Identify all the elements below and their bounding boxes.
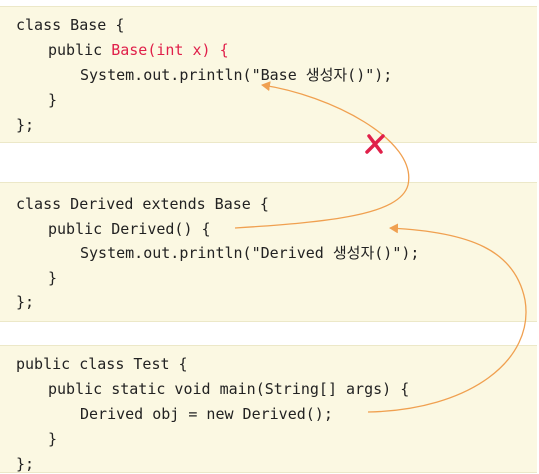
test-line-new-derived: Derived obj = new Derived(); bbox=[80, 405, 333, 423]
test-line-close-brace: } bbox=[48, 430, 58, 448]
base-line-class-decl: class Base { bbox=[16, 16, 125, 34]
derived-line-println: System.out.println("Derived 생성자()"); bbox=[80, 244, 420, 262]
base-constructor-signature: Base(int x) { bbox=[111, 41, 229, 59]
test-line-end: }; bbox=[16, 455, 35, 473]
test-line-main: public static void main(String[] args) { bbox=[48, 380, 410, 398]
derived-line-close-brace: } bbox=[48, 269, 58, 287]
derived-line-constructor: public Derived() { bbox=[48, 220, 211, 238]
base-line-close-brace: } bbox=[48, 91, 58, 109]
base-line-println: System.out.println("Base 생성자()"); bbox=[80, 66, 393, 84]
base-line-constructor: public Base(int x) { bbox=[48, 41, 229, 59]
derived-line-class-decl: class Derived extends Base { bbox=[16, 195, 269, 213]
base-line-end: }; bbox=[16, 116, 35, 134]
base-constructor-keyword: public bbox=[48, 41, 112, 59]
derived-line-end: }; bbox=[16, 293, 35, 311]
test-line-class-decl: public class Test { bbox=[16, 355, 188, 373]
